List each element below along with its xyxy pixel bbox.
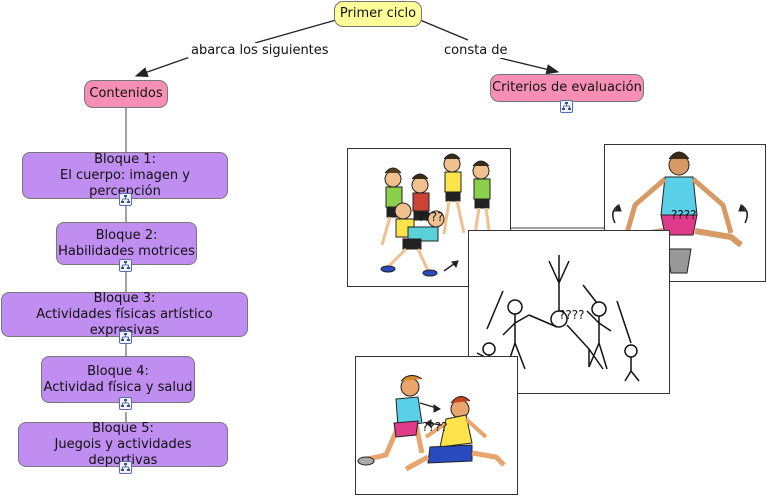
bloque-title: Bloque 1: [94,151,156,167]
children-running-illustration: ???? [380,153,493,277]
children-stretching-image[interactable]: ???? [355,356,518,495]
image-overlay-text: ???? [422,420,447,434]
stick-figures-illustration: ???? [476,255,640,382]
bloque-subtitle: Habilidades motrices [58,243,195,259]
image-overlay-text: ???? [559,308,584,322]
link-label-abarca: abarca los siguientes [188,43,332,58]
bloque-title: Bloque 3: [93,290,156,306]
contenidos-label: Contenidos [89,86,163,101]
bloque-title: Bloque 4: [87,363,149,379]
node-bloque-3[interactable]: Bloque 3: Actividades físicas artístico … [1,290,248,338]
image-overlay-text: ???? [418,210,443,224]
bloque-subtitle: Juegois y actividades deportivas [54,436,192,468]
node-criterios-evaluacion[interactable]: Criterios de evaluación [490,74,644,102]
link-label-consta: consta de [441,43,511,58]
bloque-subtitle: Actividades físicas artístico expresivas [36,306,213,338]
bloque-title: Bloque 2: [95,227,158,243]
concept-map-icon[interactable] [119,193,132,206]
root-label: Primer ciclo [339,6,417,21]
image-overlay-text: ???? [671,208,696,222]
bloque-subtitle: Actividad física y salud [43,379,193,395]
node-bloque-4[interactable]: Bloque 4: Actividad física y salud [41,356,195,403]
criterios-label: Criterios de evaluación [492,80,642,95]
node-bloque-1[interactable]: Bloque 1: El cuerpo: imagen y percepción [22,152,228,199]
node-bloque-5[interactable]: Bloque 5: Juegois y actividades deportiv… [18,420,228,468]
node-contenidos[interactable]: Contenidos [84,80,168,108]
concept-map-icon[interactable] [560,100,573,113]
concept-map-icon[interactable] [119,331,132,344]
node-bloque-2[interactable]: Bloque 2: Habilidades motrices [56,222,197,265]
concept-map-icon[interactable] [119,259,132,272]
bloque-subtitle: El cuerpo: imagen y percepción [60,167,190,199]
concept-map-icon[interactable] [119,397,132,410]
children-stretching-illustration: ???? [357,375,506,472]
bloque-title: Bloque 5: [92,420,154,436]
root-node-primer-ciclo[interactable]: Primer ciclo [334,1,422,27]
concept-map-icon[interactable] [119,461,132,474]
